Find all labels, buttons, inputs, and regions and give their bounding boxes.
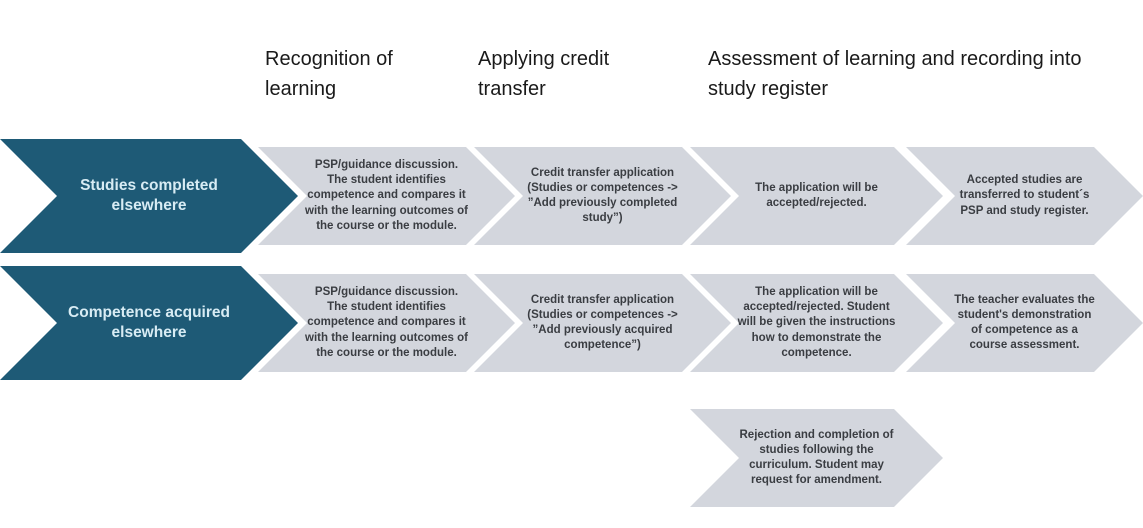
- row2-step3-text: The application will be accepted/rejecte…: [737, 286, 896, 359]
- row1-step4-text: Accepted studies are transferred to stud…: [959, 174, 1090, 217]
- rejection-step-arrow: Rejection and completion of studies foll…: [690, 409, 943, 507]
- header-recognition-of-learning: Recognition of learning: [265, 48, 393, 100]
- row2-step4-text: The teacher evaluates the student's demo…: [954, 293, 1095, 352]
- row2-label-arrow: Competence acquired elsewhere: [0, 266, 298, 380]
- row2-label-text: Competence acquired elsewhere: [68, 303, 230, 341]
- row1-label-arrow: Studies completed elsewhere: [0, 139, 298, 253]
- header-applying-credit-transfer: Applying credit transfer: [478, 48, 610, 100]
- row1-step2-text: Credit transfer application (Studies or …: [527, 166, 678, 225]
- row2-step1-arrow: PSP/guidance discussion. The student ide…: [258, 274, 515, 372]
- row1-step4-arrow: Accepted studies are transferred to stud…: [906, 147, 1143, 245]
- row1-step3-text: The application will be accepted/rejecte…: [755, 181, 878, 209]
- row1-step1-text: PSP/guidance discussion. The student ide…: [305, 159, 468, 232]
- rejection-step-text: Rejection and completion of studies foll…: [739, 428, 894, 487]
- row2-step1-text: PSP/guidance discussion. The student ide…: [305, 286, 468, 359]
- header-assessment-recording: Assessment of learning and recording int…: [708, 48, 1082, 100]
- row2-step2-text: Credit transfer application (Studies or …: [527, 293, 678, 352]
- row1-label-text: Studies completed elsewhere: [80, 176, 218, 214]
